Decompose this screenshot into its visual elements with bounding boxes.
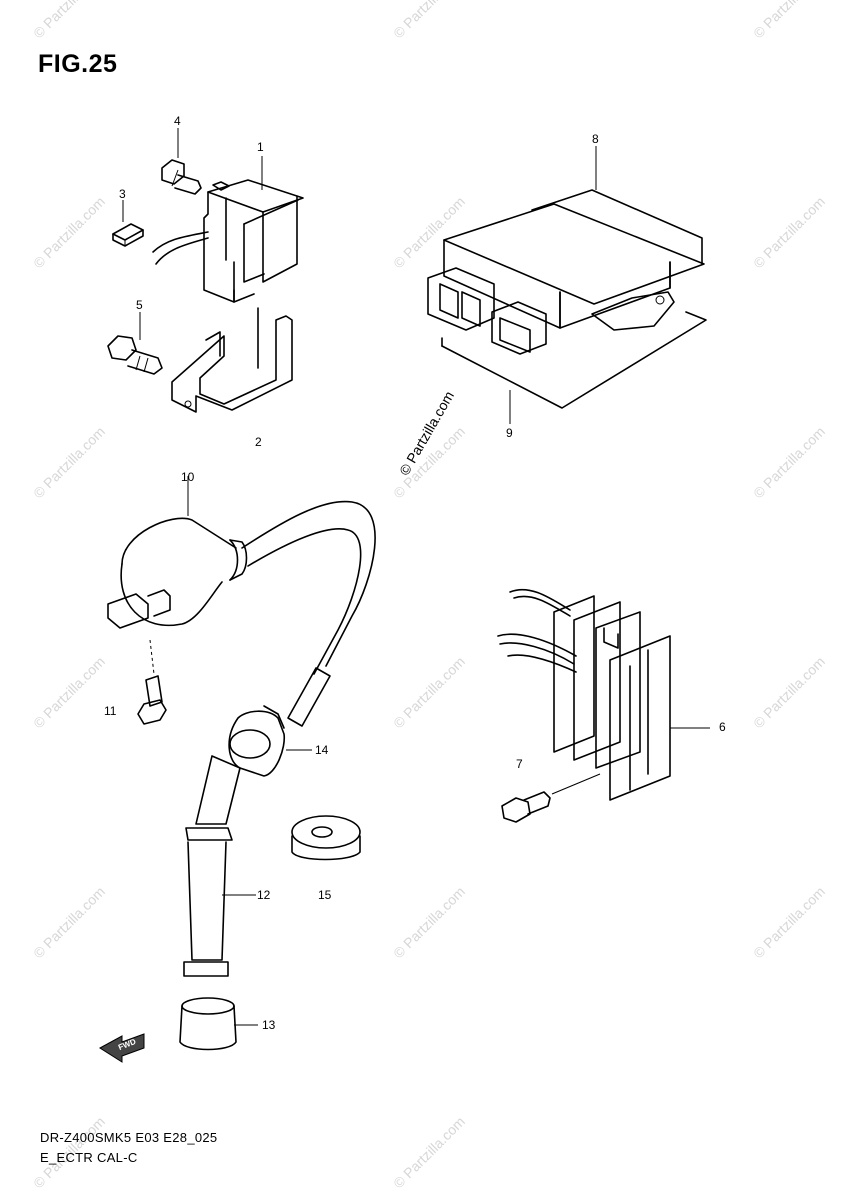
part-8-cdi-unit[interactable] [427, 189, 705, 355]
leader-11 [149, 639, 155, 675]
part-6-regulator[interactable] [497, 588, 671, 801]
part-5-bolt[interactable] [107, 335, 163, 375]
callout-1[interactable]: 1 [257, 140, 264, 154]
front-arrow-icon [99, 1033, 145, 1063]
footer-section: E_ECTR CAL-C [40, 1150, 138, 1165]
part-3-connector[interactable] [112, 223, 144, 247]
part-11-bolt[interactable] [137, 675, 167, 725]
callout-8[interactable]: 8 [592, 132, 599, 146]
callout-10[interactable]: 10 [181, 470, 195, 484]
part-9-pad[interactable] [441, 311, 707, 409]
callout-7[interactable]: 7 [516, 757, 523, 771]
part-4-bolt[interactable] [161, 159, 202, 195]
part-2-bracket[interactable] [171, 307, 293, 413]
callout-3[interactable]: 3 [119, 187, 126, 201]
callout-6[interactable]: 6 [719, 720, 726, 734]
part-10-ignition-coil[interactable] [107, 500, 376, 727]
callout-12[interactable]: 12 [257, 888, 271, 902]
part-14-boot[interactable] [228, 705, 286, 777]
callout-2[interactable]: 2 [255, 435, 262, 449]
part-15-grommet[interactable] [291, 815, 361, 861]
part-12-plug-cap[interactable] [183, 755, 241, 977]
callout-11[interactable]: 11 [104, 704, 117, 718]
callout-13[interactable]: 13 [262, 1018, 276, 1032]
part-1-relay[interactable] [152, 179, 304, 303]
leader-7 [551, 773, 601, 795]
callout-9[interactable]: 9 [506, 426, 513, 440]
callout-15[interactable]: 15 [318, 888, 332, 902]
callout-4[interactable]: 4 [174, 114, 181, 128]
footer-model-code: DR-Z400SMK5 E03 E28_025 [40, 1130, 218, 1145]
callout-5[interactable]: 5 [136, 298, 143, 312]
part-7-screw[interactable] [501, 791, 551, 823]
part-13-cap[interactable] [179, 997, 237, 1051]
callout-14[interactable]: 14 [315, 743, 329, 757]
figure-title: FIG.25 [38, 50, 118, 78]
